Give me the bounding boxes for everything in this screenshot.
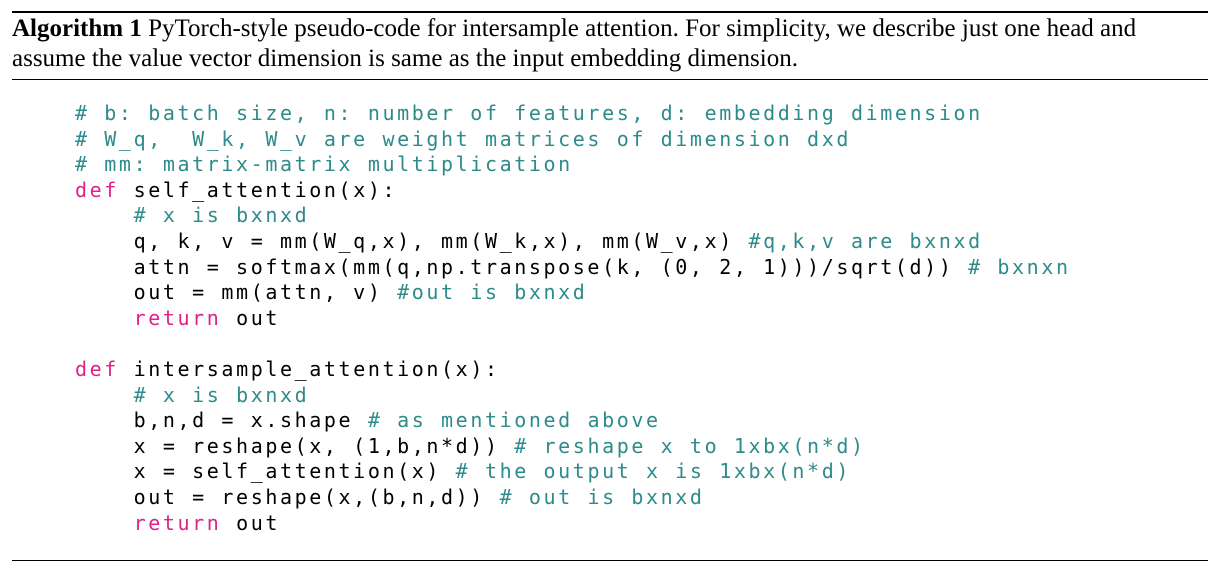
code-text: self_attention(x):: [118, 177, 398, 202]
code-text: [75, 203, 134, 227]
code-text: attn = softmax(mm(q,np.transpose(k, (0, …: [75, 254, 969, 279]
code-line: x = self_attention(x) # the output x is …: [75, 459, 1071, 485]
code-comment: # as mentioned above: [367, 408, 661, 433]
code-line: # W_q, W_k, W_v are weight matrices of d…: [75, 127, 1071, 153]
code-text: q, k, v = mm(W_q,x), mm(W_k,x), mm(W_v,x…: [75, 228, 749, 253]
code-line: q, k, v = mm(W_q,x), mm(W_k,x), mm(W_v,x…: [75, 229, 1071, 255]
code-text: out: [221, 305, 281, 330]
code-line: [75, 331, 1071, 357]
code-line: # mm: matrix-matrix multiplication: [75, 152, 1071, 178]
code-line: def self_attention(x):: [75, 178, 1071, 204]
code-line: # x is bxnxd: [75, 383, 1071, 409]
code-line: def intersample_attention(x):: [75, 357, 1071, 383]
code-comment: # out is bxnxd: [499, 484, 705, 509]
code-text: out = mm(attn, v): [75, 280, 398, 305]
code-line: x = reshape(x, (1,b,n*d)) # reshape x to…: [75, 434, 1071, 460]
code-text: intersample_attention(x):: [118, 356, 500, 381]
code-comment: # bxnxn: [968, 254, 1071, 279]
algorithm-label: Algorithm 1: [12, 15, 142, 42]
algorithm-caption: Algorithm 1 PyTorch-style pseudo-code fo…: [12, 14, 1212, 74]
code-keyword: return: [133, 305, 222, 330]
code-text: [75, 511, 134, 535]
code-comment: # b: batch size, n: number of features, …: [75, 101, 983, 125]
code-comment: # reshape x to 1xbx(n*d): [514, 433, 866, 458]
code-comment: # the output x is 1xbx(n*d): [455, 459, 851, 484]
top-rule: [12, 11, 1208, 13]
code-keyword: def: [75, 177, 119, 202]
code-comment: # mm: matrix-matrix multiplication: [75, 152, 573, 177]
code-text: [75, 306, 134, 330]
code-line: out = mm(attn, v) #out is bxnxd: [75, 280, 1071, 306]
code-line: out = reshape(x,(b,n,d)) # out is bxnxd: [75, 485, 1071, 511]
code-comment: #q,k,v are bxnxd: [748, 228, 983, 253]
code-keyword: return: [133, 510, 222, 535]
code-comment: # W_q, W_k, W_v are weight matrices of d…: [75, 126, 851, 151]
code-line: # b: batch size, n: number of features, …: [75, 101, 1071, 127]
code-line: return out: [75, 511, 1071, 537]
code-comment: # x is bxnxd: [133, 203, 310, 228]
code-listing: # b: batch size, n: number of features, …: [75, 101, 1071, 536]
caption-rule: [12, 79, 1208, 80]
code-text: out: [221, 510, 281, 535]
code-line: return out: [75, 306, 1071, 332]
bottom-rule: [12, 560, 1208, 561]
code-comment: #out is bxnxd: [397, 280, 588, 305]
code-line: attn = softmax(mm(q,np.transpose(k, (0, …: [75, 255, 1071, 281]
code-text: [75, 383, 134, 407]
code-text: x = reshape(x, (1,b,n*d)): [75, 433, 515, 458]
algorithm-caption-text: PyTorch-style pseudo-code for intersampl…: [12, 15, 1137, 72]
code-keyword: def: [75, 356, 119, 381]
code-text: out = reshape(x,(b,n,d)): [75, 484, 500, 509]
code-comment: # x is bxnxd: [133, 382, 310, 407]
code-line: # x is bxnxd: [75, 203, 1071, 229]
code-line: b,n,d = x.shape # as mentioned above: [75, 408, 1071, 434]
code-text: x = self_attention(x): [75, 459, 456, 484]
code-text: b,n,d = x.shape: [75, 408, 368, 433]
